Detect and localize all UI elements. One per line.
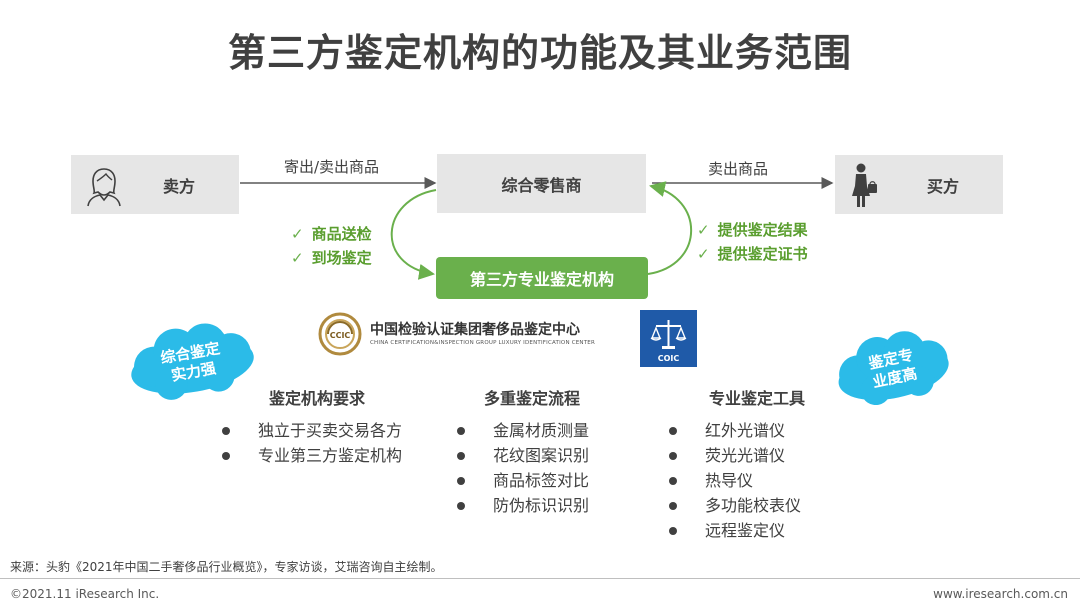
coic-logo: COIC (640, 310, 697, 367)
column-heading-requirements: 鉴定机构要求 (269, 389, 366, 408)
source-note: 来源：头豹《2021年中国二手奢侈品行业概览》，专家访谈，艾瑞咨询自主绘制。 (10, 560, 443, 574)
check-item-label: 提供鉴定结果 (717, 221, 808, 239)
column-heading-tools: 专业鉴定工具 (709, 389, 806, 408)
retailer-to-buyer-label: 卖出商品 (708, 160, 769, 178)
list-item: 商品标签对比 (457, 468, 637, 493)
list-item: 金属材质测量 (457, 418, 637, 443)
left-check-list: ✓ 商品送检 ✓ 到场鉴定 (291, 222, 372, 270)
cloud-left-shape (131, 323, 254, 400)
tools-list: 红外光谱仪 荧光光谱仪 热导仪 多功能校表仪 远程鉴定仪 (669, 418, 849, 543)
list-item: 多功能校表仪 (669, 493, 849, 518)
logo-name-cn: 中国检验认证集团奢侈品鉴定中心 (370, 322, 580, 338)
website-link[interactable]: www.iresearch.com.cn (933, 587, 1068, 601)
seller-box: 卖方 (71, 155, 239, 214)
coic-scales-icon: COIC (650, 320, 687, 363)
logo-name-en: CHINA CERTIFICATION&INSPECTION GROUP LUX… (370, 340, 595, 346)
list-item: 独立于买卖交易各方 (222, 418, 412, 443)
woman-with-bag-icon (852, 163, 877, 207)
footer-divider (0, 578, 1080, 579)
buyer-label: 买方 (926, 176, 959, 196)
appraiser-to-retailer-arrow (647, 181, 693, 275)
check-item: ✓ 提供鉴定结果 (697, 218, 808, 242)
retailer-label: 综合零售商 (501, 175, 582, 195)
check-mark-icon: ✓ (291, 249, 304, 267)
seller-label: 卖方 (162, 176, 195, 196)
ccic-seal-icon: CCIC (318, 312, 362, 356)
appraiser-box: 第三方专业鉴定机构 (436, 257, 648, 299)
appraiser-label: 第三方专业鉴定机构 (469, 270, 614, 289)
check-mark-icon: ✓ (697, 245, 710, 263)
check-item: ✓ 到场鉴定 (291, 246, 372, 270)
female-avatar-icon (87, 168, 121, 207)
list-item: 远程鉴定仪 (669, 518, 849, 543)
coic-badge-text: COIC (658, 354, 680, 363)
cloud-right-shape (838, 331, 949, 406)
list-item: 专业第三方鉴定机构 (222, 443, 412, 468)
process-list: 金属材质测量 花纹图案识别 商品标签对比 防伪标识识别 (457, 418, 637, 518)
check-item-label: 到场鉴定 (311, 249, 372, 267)
check-item-label: 商品送检 (311, 225, 372, 243)
page-title: 第三方鉴定机构的功能及其业务范围 (227, 31, 852, 75)
copyright: ©2021.11 iResearch Inc. (10, 587, 160, 601)
retailer-box: 综合零售商 (437, 154, 646, 213)
list-item: 花纹图案识别 (457, 443, 637, 468)
column-heading-process: 多重鉴定流程 (484, 389, 581, 408)
list-item: 荧光光谱仪 (669, 443, 849, 468)
cloud-right: 鉴定专 业度高 (818, 330, 968, 410)
buyer-box: 买方 (835, 155, 1003, 214)
check-item: ✓ 提供鉴定证书 (697, 242, 808, 266)
list-item: 防伪标识识别 (457, 493, 637, 518)
ccic-badge-text: CCIC (330, 331, 351, 340)
cloud-left: 综合鉴定 实力强 (112, 322, 272, 404)
retailer-to-appraiser-arrow (390, 189, 437, 280)
check-item: ✓ 商品送检 (291, 222, 372, 246)
list-item: 热导仪 (669, 468, 849, 493)
seller-to-retailer-label: 寄出/卖出商品 (284, 158, 380, 176)
check-mark-icon: ✓ (291, 225, 304, 243)
check-item-label: 提供鉴定证书 (717, 245, 808, 263)
right-check-list: ✓ 提供鉴定结果 ✓ 提供鉴定证书 (697, 218, 808, 266)
list-item: 红外光谱仪 (669, 418, 849, 443)
check-mark-icon: ✓ (697, 221, 710, 239)
ccic-logo: CCIC 中国检验认证集团奢侈品鉴定中心 CHINA CERTIFICATION… (318, 312, 608, 356)
requirements-list: 独立于买卖交易各方 专业第三方鉴定机构 (222, 418, 412, 468)
